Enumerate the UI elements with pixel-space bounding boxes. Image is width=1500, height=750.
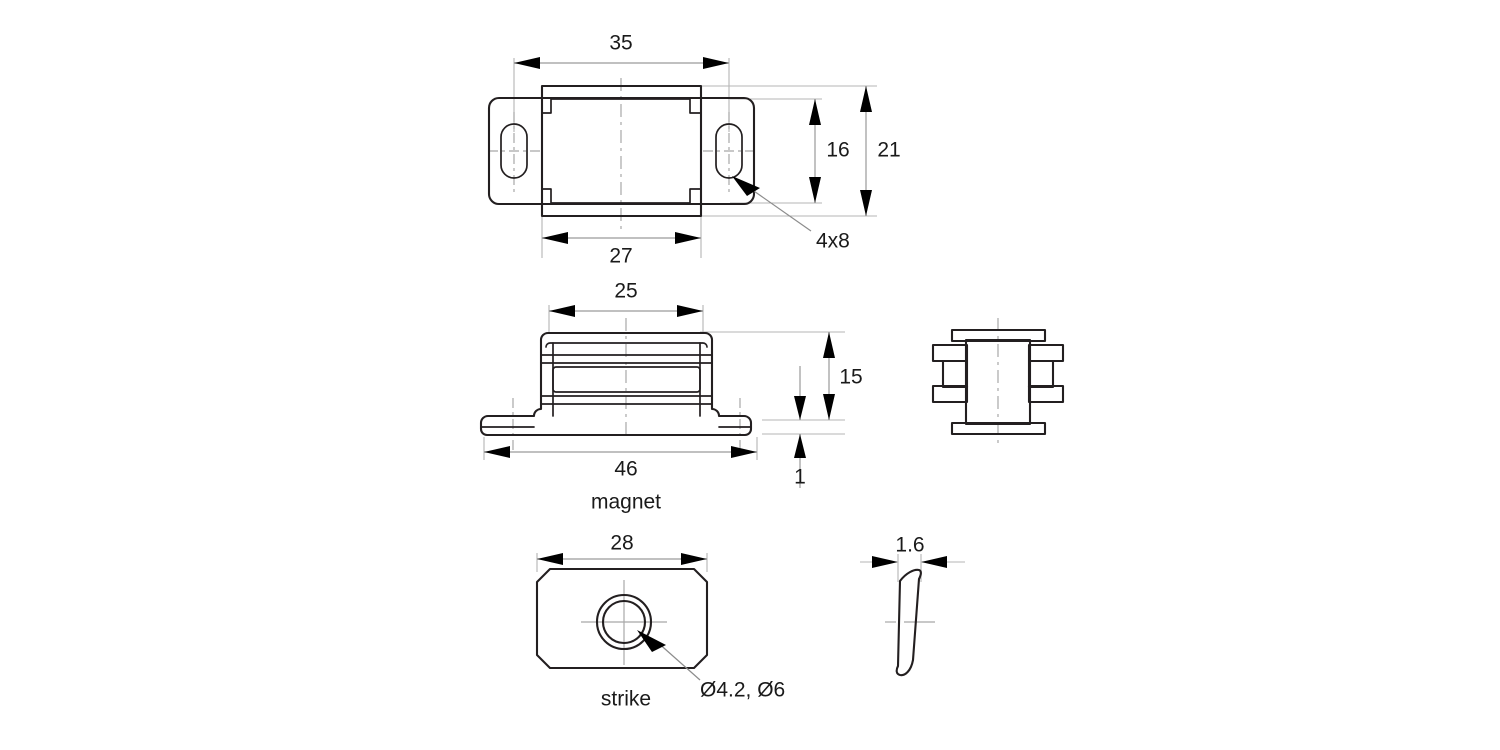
top-view-housing-inner xyxy=(541,98,702,204)
front-view-cap-line xyxy=(545,342,708,348)
front-view-dim-15: 15 xyxy=(823,332,863,420)
front-view-extension-lines xyxy=(483,305,845,460)
dim-value-1: 1 xyxy=(794,466,806,489)
strike-side-view: 1.6 xyxy=(860,534,965,677)
magnet-side-view xyxy=(931,318,1065,448)
note-value-4x8: 4x8 xyxy=(816,230,850,253)
strike-front-view: 28 Ø4.2, Ø6 strike xyxy=(535,532,785,711)
front-view-magnet-bar xyxy=(552,366,701,393)
strike-hole-inner-circle xyxy=(601,599,647,645)
top-view-dim-27: 27 xyxy=(542,232,701,268)
side-view-tab-right-lower xyxy=(1027,384,1065,404)
dim-value-35: 35 xyxy=(609,32,632,55)
side-view-top-cap xyxy=(950,328,1047,343)
top-view-slot-right xyxy=(715,123,743,179)
dim-value-16: 16 xyxy=(826,139,849,162)
side-view-tab-right-middle xyxy=(1027,359,1055,389)
dim-value-28: 28 xyxy=(610,532,633,555)
top-view-centerlines xyxy=(488,78,755,232)
strike-plate-outline xyxy=(535,567,709,670)
dim-value-27: 27 xyxy=(609,245,632,268)
front-view-centerlines xyxy=(512,318,741,452)
dim-value-25: 25 xyxy=(614,280,637,303)
strike-note-holes: Ø4.2, Ø6 xyxy=(637,630,785,702)
top-view-dim-16: 16 xyxy=(809,99,850,203)
strike-dim-28: 28 xyxy=(537,532,707,565)
side-view-tab-right-upper xyxy=(1027,343,1065,363)
strike-extension-lines xyxy=(536,553,708,572)
front-view-housing-profile xyxy=(479,331,753,437)
strike-hole-outer-circle xyxy=(595,593,653,651)
top-view-mounting-plate xyxy=(487,96,756,206)
side-view-bottom-cap xyxy=(950,421,1047,436)
strike-edge-profile xyxy=(895,568,922,677)
strike-centerlines xyxy=(581,580,667,665)
magnet-front-view: 25 46 15 1 magnet xyxy=(479,280,863,514)
strike-side-dim-1-6: 1.6 xyxy=(872,534,947,568)
dim-value-21: 21 xyxy=(877,139,900,162)
label-strike: strike xyxy=(601,688,651,711)
side-view-tab-left-upper xyxy=(931,343,969,363)
dim-value-15: 15 xyxy=(839,366,862,389)
top-view-slot-left xyxy=(500,123,528,179)
top-view-dim-35: 35 xyxy=(514,32,729,69)
side-view-tab-left-middle xyxy=(941,359,969,389)
front-view-dim-25: 25 xyxy=(549,280,703,317)
top-view-dim-21: 21 xyxy=(860,86,901,216)
magnet-top-view: 35 27 16 21 4x8 xyxy=(487,32,901,268)
front-view-dim-46: 46 xyxy=(484,446,757,481)
front-view-dim-1: 1 xyxy=(794,366,806,489)
side-view-tab-left-lower xyxy=(931,384,969,404)
label-magnet: magnet xyxy=(591,491,661,514)
dim-value-1-6: 1.6 xyxy=(895,534,924,557)
dim-value-46: 46 xyxy=(614,458,637,481)
top-view-extension-lines xyxy=(513,58,877,258)
top-view-note-4x8: 4x8 xyxy=(732,176,850,253)
note-value-hole-sizes: Ø4.2, Ø6 xyxy=(700,679,785,702)
